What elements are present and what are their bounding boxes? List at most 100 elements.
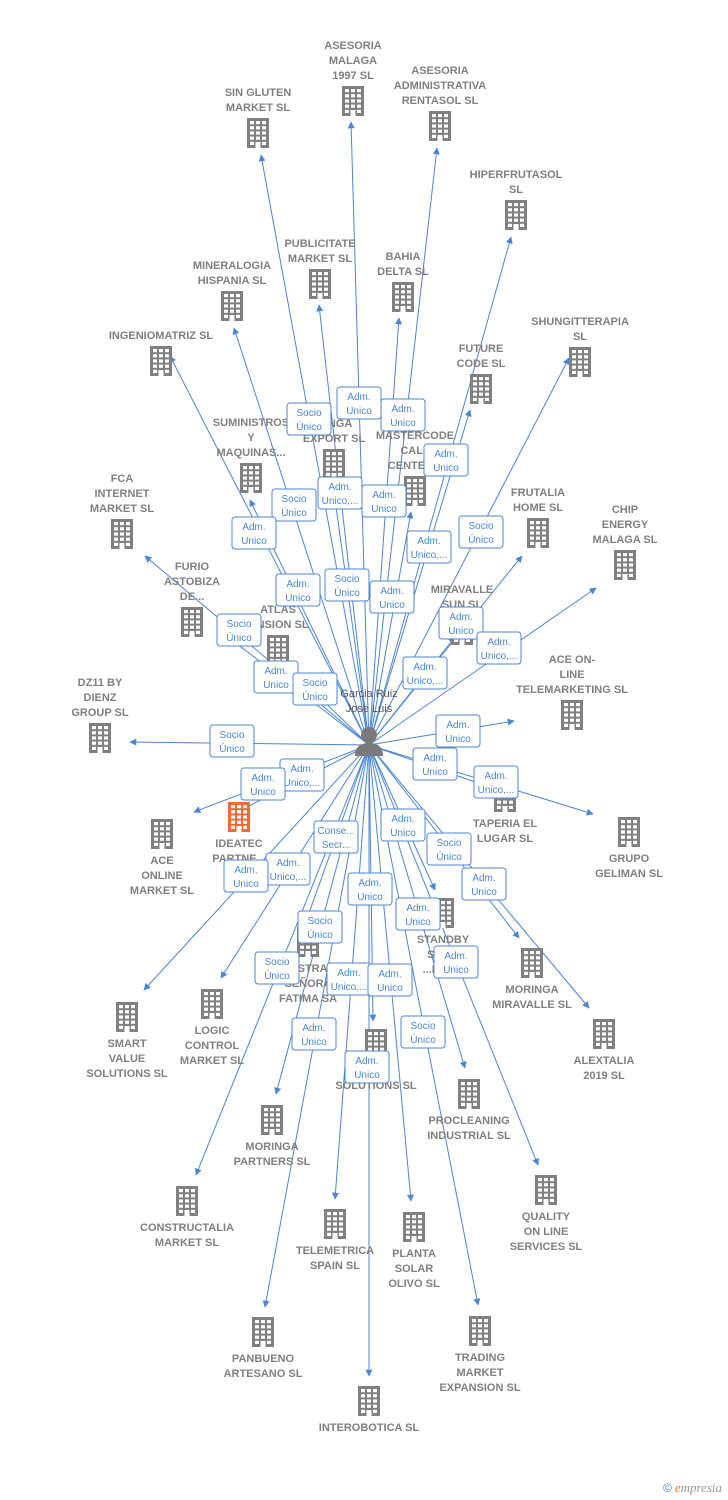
role-badge[interactable]: Adm.Unico (438, 606, 484, 640)
company-interobotica[interactable]: INTEROBOTICA SL (319, 1386, 420, 1434)
building-window (333, 1227, 337, 1231)
role-badge[interactable]: Adm.Unico (344, 1050, 390, 1084)
building-window (380, 1042, 384, 1046)
building-icon (252, 1317, 274, 1347)
building-window (368, 1042, 372, 1046)
role-badge[interactable]: Conse...Secr... (313, 820, 359, 854)
role-badge[interactable]: Adm.Unico (433, 945, 479, 979)
building-window (368, 1047, 372, 1051)
building-window (570, 713, 574, 717)
company-suministros[interactable]: SUMINISTROSYMAQUINAS... (213, 417, 289, 493)
role-badge[interactable]: Adm.Unico (423, 443, 469, 477)
role-badge[interactable]: Adm.Unico (380, 398, 426, 432)
role-badge[interactable]: Adm.Unico (223, 859, 269, 893)
role-badge[interactable]: Adm.Unico (380, 808, 426, 842)
building-window (119, 1010, 123, 1014)
company-label: FRUTALIA (511, 487, 565, 499)
role-badge[interactable]: Adm.Unico (435, 714, 481, 748)
role-badge[interactable]: Adm.Unico,... (476, 631, 522, 665)
building-window (473, 1102, 477, 1106)
role-badge[interactable]: Adm.Unico,... (406, 530, 452, 564)
role-badge[interactable]: Adm.Unico (253, 660, 299, 694)
role-badge[interactable]: Adm.Unico,... (326, 962, 372, 996)
company-mastercode[interactable]: MASTERCODECALLCENTER... (376, 430, 454, 506)
building-window (345, 99, 349, 103)
company-furio[interactable]: FURIOASTOBIZADE... (164, 561, 220, 637)
company-label: STANDBY (417, 934, 470, 946)
building-window (255, 481, 259, 485)
role-badge[interactable]: Adm.Unico,... (317, 476, 363, 510)
role-badge[interactable]: Adm.Unico (412, 747, 458, 781)
role-badge[interactable]: Adm.Unico (275, 573, 321, 607)
building-window (312, 950, 316, 954)
role-badge[interactable]: Adm.Unico (361, 484, 407, 518)
center-person[interactable]: Garcia Ruiz Jose Luis (340, 688, 398, 756)
role-badge[interactable]: Adm.Unico (369, 580, 415, 614)
role-badge[interactable]: Adm.Unico (367, 963, 413, 997)
role-badge[interactable]: Adm.Unico (291, 1017, 337, 1051)
building-window (473, 1082, 477, 1086)
edge-fca-internet (144, 555, 370, 746)
role-badge[interactable]: Adm.Unico (395, 897, 441, 931)
building-window (508, 208, 512, 212)
building-window (125, 1005, 129, 1009)
role-badge[interactable]: Adm.Unico (240, 767, 286, 801)
role-badge[interactable]: Adm.Unico (461, 867, 507, 901)
building-window (326, 452, 330, 456)
role-badge[interactable]: Adm.Unico,... (265, 852, 311, 886)
building-window (345, 94, 349, 98)
building-window (262, 121, 266, 125)
role-badge[interactable]: Adm.Unico,... (279, 758, 325, 792)
building-window (282, 658, 286, 662)
role-badge[interactable]: Adm.Unico,... (473, 765, 519, 799)
role-badge[interactable]: Adm.Unico (231, 516, 277, 550)
role-badge[interactable]: Adm.Unico (336, 386, 382, 420)
role-badge[interactable]: Adm.Unico (347, 872, 393, 906)
company-ideatec[interactable]: IDEATECPARTNE... (212, 802, 266, 865)
role-badge[interactable]: Adm.Unico,... (402, 656, 448, 690)
company-atlas[interactable]: ATLAS...NSION SL (247, 604, 309, 665)
role-line2: Unico,... (284, 778, 321, 789)
building-window (261, 1330, 265, 1334)
company-ingeniomatriz[interactable]: INGENIOMATRIZ SL (109, 330, 214, 376)
